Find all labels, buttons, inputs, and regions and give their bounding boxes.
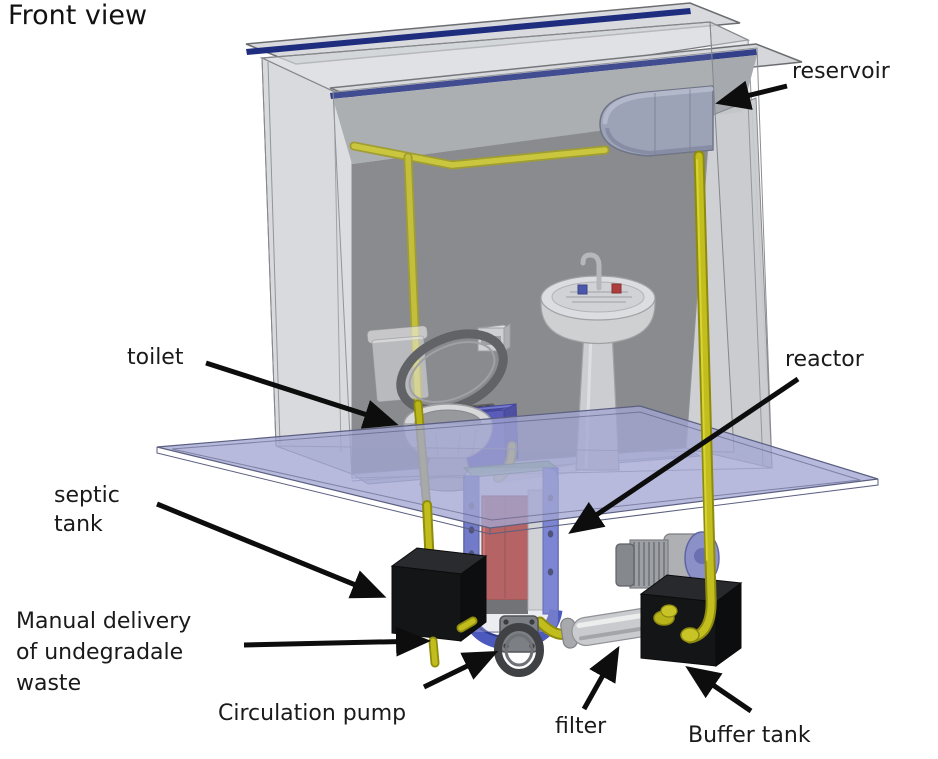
circulation-pump	[494, 615, 544, 677]
label-circulation-pump: Circulation pump	[218, 701, 407, 726]
label-reservoir: reservoir	[792, 59, 890, 84]
arrow-reactor	[568, 376, 800, 534]
reservoir	[599, 85, 714, 157]
buffer-tank-fittings	[653, 604, 700, 643]
arrow-toilet	[205, 360, 399, 429]
buffer-tank	[639, 574, 743, 667]
arrow-filter	[581, 645, 620, 711]
toilet-lid-open	[396, 329, 508, 415]
label-buffer-tank: Buffer tank	[688, 723, 811, 748]
arrow-buffer-tank	[685, 666, 753, 714]
filter	[560, 608, 656, 649]
figure-title: Front view	[8, 0, 148, 31]
septic-tank	[390, 500, 488, 668]
faucet	[580, 252, 602, 291]
outer-front-glass	[261, 21, 735, 453]
floor-plate	[156, 405, 879, 535]
cold-tap	[577, 284, 588, 295]
toilet	[366, 325, 508, 418]
arrow-septic-tank	[156, 501, 387, 599]
label-filter: filter	[555, 714, 607, 739]
roof-edge-strip	[246, 8, 691, 55]
label-manual-delivery: Manual delivery of undegradale waste	[16, 609, 192, 697]
roof-underside	[333, 55, 757, 164]
arrow-circulation-pump	[422, 650, 499, 690]
arrow-reservoir	[715, 80, 788, 110]
interior-back-wall	[352, 116, 710, 474]
annotation-arrows	[156, 80, 800, 714]
label-reactor: reactor	[785, 347, 864, 372]
hot-tap	[611, 283, 622, 294]
arrow-manual-delivery	[243, 626, 431, 657]
label-septic-tank: septic tank	[54, 483, 120, 538]
label-toilet: toilet	[127, 345, 184, 370]
roof-edge-strip-inner	[330, 49, 757, 99]
